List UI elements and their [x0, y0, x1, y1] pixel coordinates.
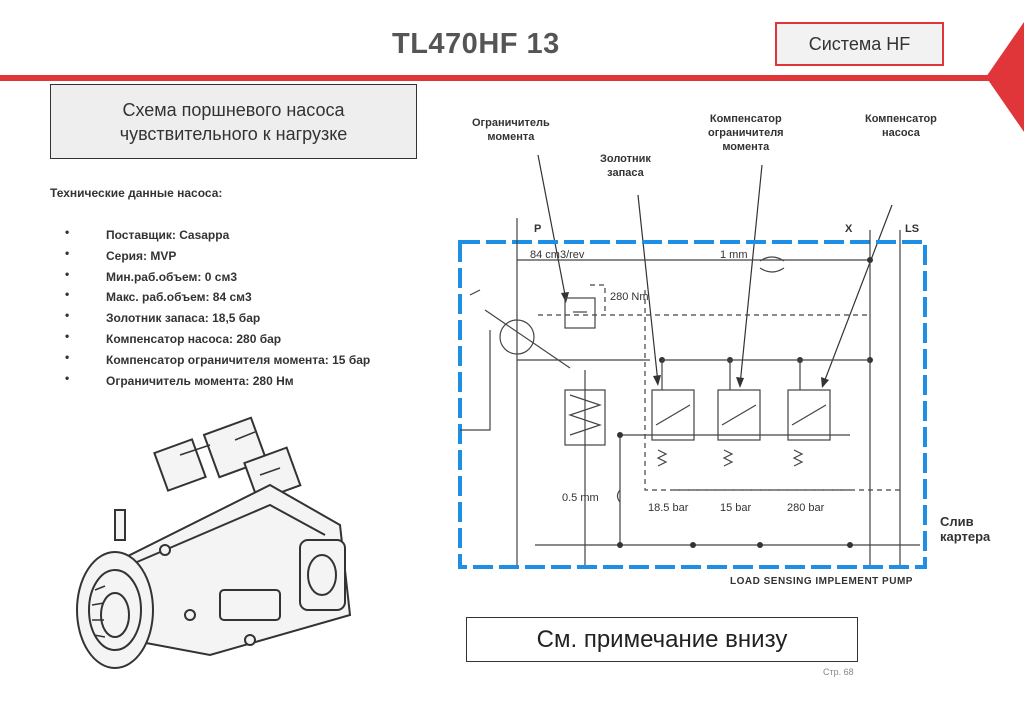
diagram-setting-2: 15 bar	[720, 502, 752, 514]
reserve-spool-pointer	[637, 194, 659, 384]
limiter-compensator-pointer	[739, 164, 763, 386]
spec-item: •Золотник запаса: 18,5 бар	[65, 308, 261, 326]
diagram-torque: 280 Nm	[610, 291, 649, 303]
pump-boundary	[458, 240, 927, 569]
specs-list: •Поставщик: Casappa •Серия: MVP •Мин.раб…	[65, 225, 371, 394]
page-title: TL470HF 13	[392, 28, 560, 60]
spec-item: •Компенсатор ограничителя момента: 15 ба…	[65, 349, 371, 367]
diagram-label-p: P	[534, 223, 541, 235]
system-badge-label: Система HF	[808, 33, 911, 54]
note-text: См. примечание внизу	[536, 625, 788, 653]
diagram-caption: LOAD SENSING IMPLEMENT PUMP	[730, 576, 913, 587]
schema-title-line1: Схема поршневого насоса	[122, 99, 345, 120]
spec-item: •Ограничитель момента: 280 Нм	[65, 370, 294, 388]
system-badge: Система HF	[775, 22, 944, 66]
note-box: См. примечание внизу	[466, 617, 858, 662]
schema-title-box: Схема поршневого насоса чувствительного …	[50, 84, 417, 159]
spec-item: •Мин.раб.объем: 0 см3	[65, 266, 237, 284]
pump-illustration	[76, 416, 352, 669]
hydraulic-diagram: P X LS 84 cm3/rev 1 mm 280 Nm 0.5 mm 18.…	[458, 154, 927, 587]
diagram-label-ls: LS	[905, 223, 919, 235]
diagram-setting-3: 280 bar	[787, 502, 825, 514]
spec-item: •Макс. раб.объем: 84 см3	[65, 287, 252, 305]
spec-item: •Серия: MVP	[65, 245, 177, 263]
header-rule	[0, 75, 1000, 81]
pump-compensator-pointer	[822, 204, 893, 386]
schema-title-line2: чувствительного к нагрузке	[119, 123, 348, 144]
diagram-orifice-1mm: 1 mm	[720, 249, 748, 261]
torque-limiter-pointer	[537, 154, 567, 301]
spec-item: •Компенсатор насоса: 280 бар	[65, 328, 282, 346]
diagram-orifice-05mm: 0.5 mm	[562, 492, 599, 504]
page-number: Стр. 68	[823, 667, 854, 677]
diagram-displacement: 84 cm3/rev	[530, 249, 585, 261]
diagram-label-x: X	[845, 223, 853, 235]
diagram-setting-1: 18.5 bar	[648, 502, 689, 514]
specs-heading: Технические данные насоса:	[50, 186, 223, 200]
spec-item: •Поставщик: Casappa	[65, 225, 230, 242]
header-accent-triangle	[986, 22, 1024, 132]
